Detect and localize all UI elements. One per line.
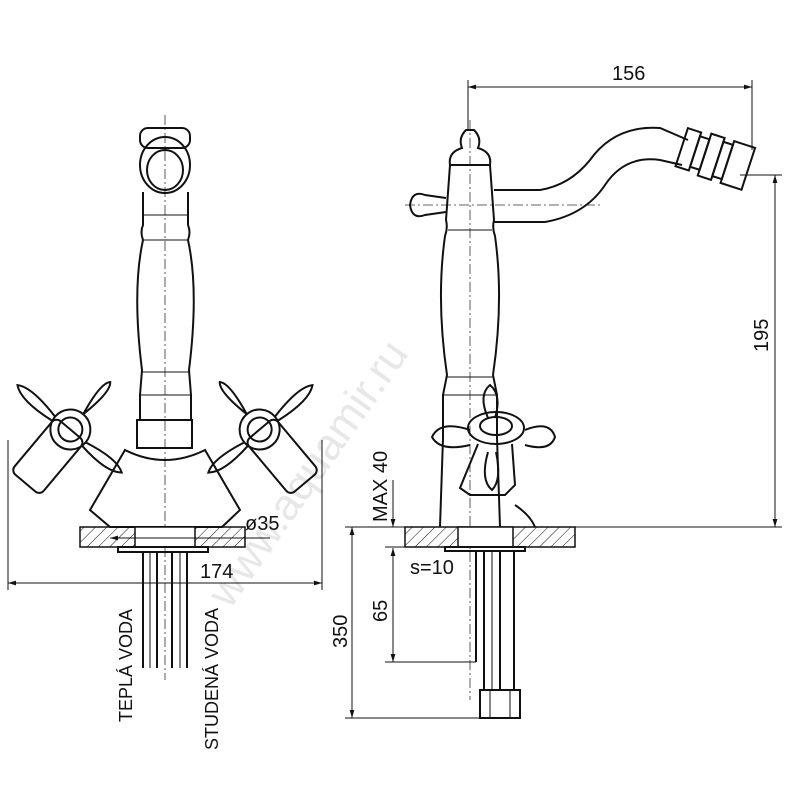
dim-shank: 65 bbox=[370, 600, 392, 622]
dim-reach: 156 bbox=[612, 63, 645, 85]
dim-max-deck: MAX 40 bbox=[370, 451, 392, 522]
label-hot-water: TEPLÁ VODA bbox=[116, 609, 136, 722]
dim-width: 174 bbox=[200, 561, 233, 583]
dim-hole-diameter: ø35 bbox=[245, 513, 279, 535]
dim-thickness: s=10 bbox=[410, 557, 454, 579]
label-cold-water: STUDENÁ VODA bbox=[202, 608, 222, 750]
front-view: 174 ø35 TEPLÁ VODA STUDENÁ VODA bbox=[7, 115, 323, 750]
dim-hose: 350 bbox=[330, 615, 352, 648]
side-view: 156 195 MAX 40 s=10 65 350 bbox=[330, 63, 782, 719]
dim-height: 195 bbox=[751, 319, 773, 352]
